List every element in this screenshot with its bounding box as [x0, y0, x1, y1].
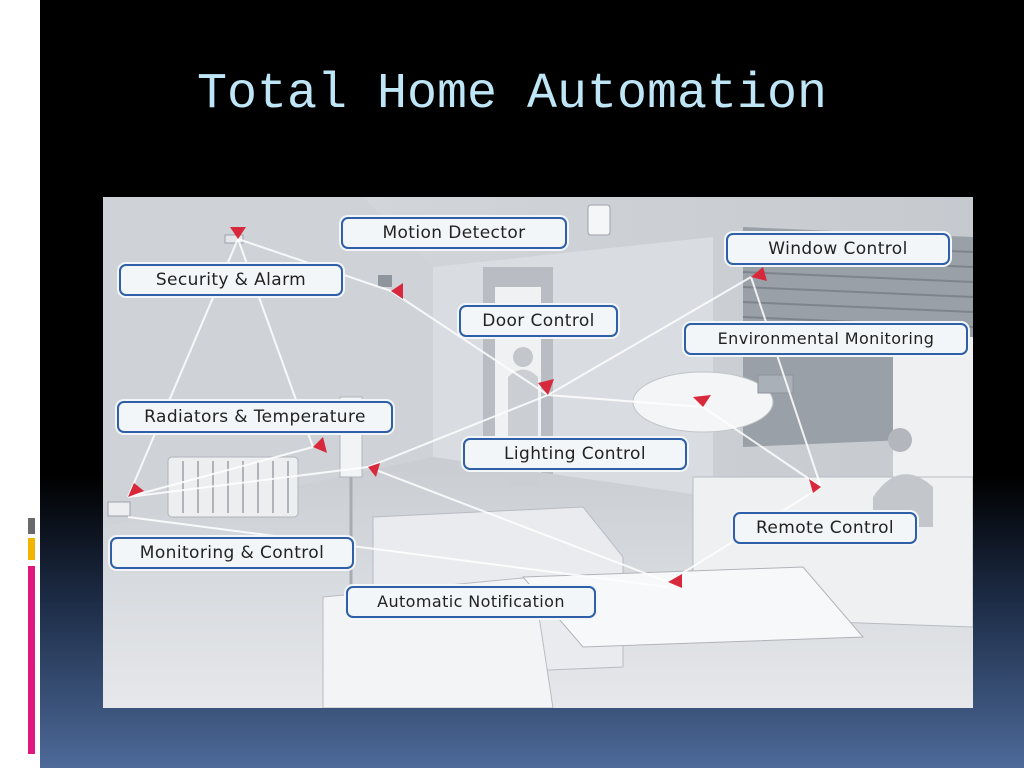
home-automation-diagram: Motion Detector Security & Alarm Window … — [103, 197, 973, 708]
callout-window-control: Window Control — [726, 233, 950, 265]
accent-bar-pink — [28, 566, 35, 754]
callout-motion-detector: Motion Detector — [341, 217, 567, 249]
callout-monitoring-control: Monitoring & Control — [110, 537, 354, 569]
callout-door-control: Door Control — [459, 305, 618, 337]
callout-remote-control: Remote Control — [733, 512, 917, 544]
callout-lighting-control: Lighting Control — [463, 438, 687, 470]
callout-radiators-temperature: Radiators & Temperature — [117, 401, 393, 433]
slide-title: Total Home Automation — [196, 66, 828, 123]
callout-environmental-monitoring: Environmental Monitoring — [684, 323, 968, 355]
callout-security-alarm: Security & Alarm — [119, 264, 343, 296]
accent-bar-gray — [28, 518, 35, 534]
accent-bar-gold — [28, 538, 35, 560]
callout-automatic-notification: Automatic Notification — [346, 586, 596, 618]
